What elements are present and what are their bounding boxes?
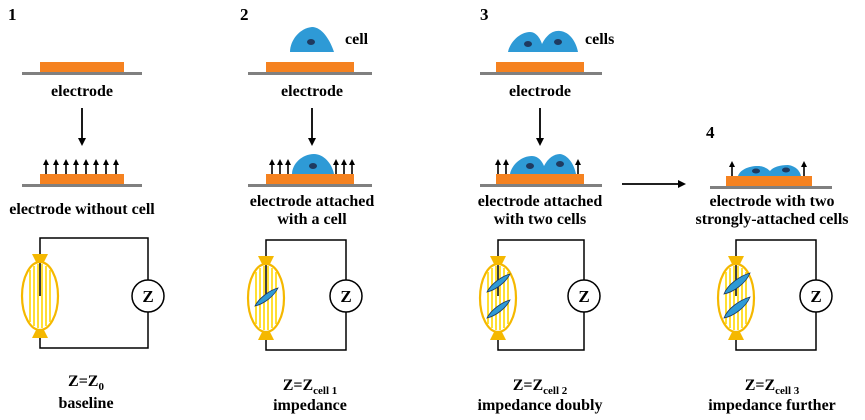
circuit: Z bbox=[716, 239, 833, 351]
current-arrows bbox=[729, 161, 807, 176]
attached-cell-icon bbox=[292, 154, 334, 174]
electrode-pad bbox=[266, 174, 354, 184]
panel-number: 3 bbox=[480, 5, 489, 24]
cells-label: cells bbox=[585, 31, 614, 48]
substrate bbox=[22, 72, 142, 75]
meter-symbol: Z bbox=[578, 287, 589, 306]
impedance-formula: Z=Zcell 2 bbox=[513, 377, 568, 397]
electrode-chip-icon bbox=[246, 256, 286, 340]
impedance-description: impedance bbox=[273, 397, 347, 414]
state-label-line1: electrode without cell bbox=[9, 201, 155, 218]
electrode-label: electrode bbox=[51, 83, 113, 100]
state-label-line1: electrode attached bbox=[478, 193, 603, 210]
cells-icon bbox=[508, 30, 578, 52]
meter-symbol: Z bbox=[810, 287, 821, 306]
panel-number: 2 bbox=[240, 5, 249, 24]
state-label-line2: strongly-attached cells bbox=[695, 211, 848, 228]
impedance-meter-icon bbox=[567, 279, 601, 313]
current-arrows bbox=[269, 159, 355, 174]
impedance-formula: Z=Zcell 1 bbox=[283, 377, 338, 397]
current-arrows bbox=[495, 159, 581, 174]
panel-4: 4 electrode with two strongly-attached c… bbox=[695, 123, 848, 414]
state-label-line2: with a cell bbox=[277, 211, 347, 228]
impedance-description: impedance doubly bbox=[478, 397, 603, 414]
electrode-label: electrode bbox=[281, 83, 343, 100]
electrode-pad bbox=[266, 62, 354, 72]
substrate bbox=[480, 72, 602, 75]
panel-2: 2 cell electrode electrode attached with… bbox=[240, 5, 374, 414]
electrode-chip-icon bbox=[478, 256, 518, 340]
electrode-pad bbox=[496, 174, 584, 184]
electrode-pad bbox=[40, 62, 124, 72]
panel-1: 1 electrode electrode without cell bbox=[8, 5, 165, 412]
state-label-line1: electrode with two bbox=[710, 193, 835, 210]
electrode-label: electrode bbox=[509, 83, 571, 100]
impedance-meter-icon bbox=[799, 279, 833, 313]
current-arrows bbox=[43, 159, 119, 174]
electrode-chip-icon bbox=[20, 254, 60, 338]
panel-number: 1 bbox=[8, 5, 17, 24]
substrate bbox=[248, 184, 372, 187]
impedance-formula: Z=Zcell 3 bbox=[745, 377, 800, 397]
impedance-formula: Z=Z0 bbox=[68, 373, 104, 393]
substrate bbox=[248, 72, 372, 75]
panel-3: 3 cells electrode electrode attached wit… bbox=[478, 5, 615, 414]
circuit: Z bbox=[246, 239, 363, 351]
impedance-meter-icon bbox=[131, 279, 165, 313]
circuit: Z bbox=[20, 237, 165, 349]
state-label-line2: with two cells bbox=[494, 211, 586, 228]
meter-symbol: Z bbox=[340, 287, 351, 306]
cell-label: cell bbox=[345, 31, 369, 48]
circuit: Z bbox=[478, 239, 601, 351]
substrate bbox=[22, 184, 142, 187]
substrate bbox=[710, 186, 832, 189]
state-label-line1: electrode attached bbox=[250, 193, 375, 210]
panel-number: 4 bbox=[706, 123, 715, 142]
impedance-description: impedance further bbox=[708, 397, 836, 414]
electrode-pad bbox=[40, 174, 124, 184]
meter-symbol: Z bbox=[142, 287, 153, 306]
substrate bbox=[480, 184, 602, 187]
electrode-pad bbox=[496, 62, 584, 72]
bare-electrode bbox=[22, 62, 142, 75]
electrode-chip-icon bbox=[716, 256, 756, 340]
flat-cells-icon bbox=[738, 165, 801, 176]
attached-cells-icon bbox=[510, 154, 576, 174]
impedance-meter-icon bbox=[329, 279, 363, 313]
cell-icon bbox=[290, 27, 334, 52]
impedance-description: baseline bbox=[58, 395, 113, 412]
electrode-pad bbox=[726, 176, 812, 186]
